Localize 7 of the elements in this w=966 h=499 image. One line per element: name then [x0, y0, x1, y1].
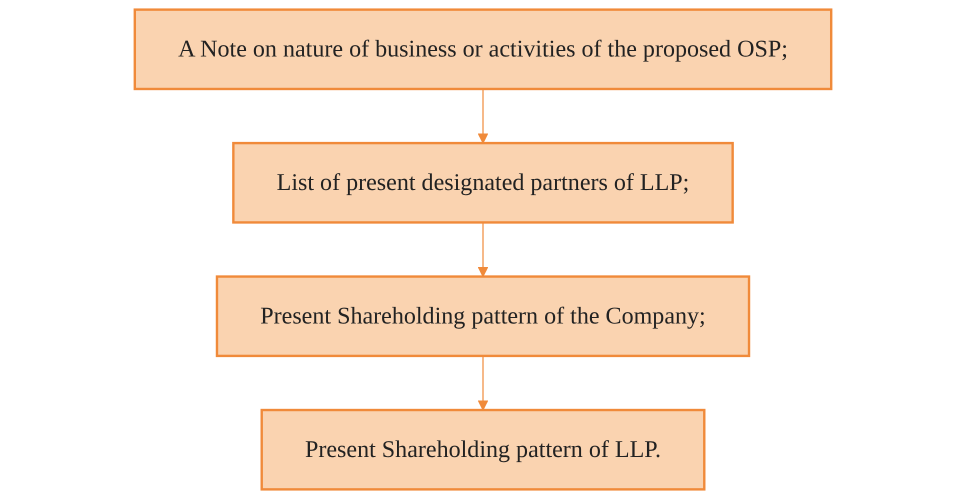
node-box: Present Shareholding pattern of the Company; [216, 275, 750, 358]
node-box: A Note on nature of business or activities of the proposed OSP; [134, 8, 832, 90]
node-box: Present Shareholding pattern of LLP. [260, 408, 706, 491]
arrow [478, 356, 488, 410]
arrow [478, 88, 488, 144]
arrow [478, 222, 488, 278]
node-box: List of present designated partners of LLP; [232, 142, 734, 224]
